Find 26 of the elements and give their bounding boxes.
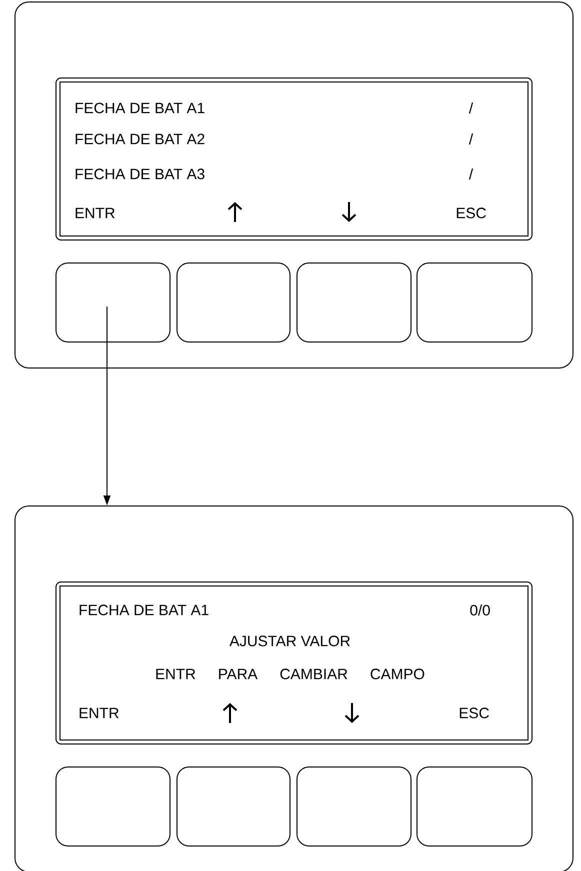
screen-text: FECHA DE BAT A2	[76, 134, 204, 144]
key-button	[56, 766, 170, 846]
screen-text: ESC	[460, 708, 489, 718]
lcd-screen	[56, 78, 532, 240]
screen-text: /	[468, 168, 474, 180]
device-panel	[14, 2, 574, 368]
screen-text: ENTR	[76, 208, 115, 218]
key-button	[176, 262, 290, 342]
screen-text: FECHA DE BAT A1	[80, 604, 208, 616]
key-button	[296, 262, 412, 342]
lcd-screen	[56, 582, 532, 744]
screen-text: FECHA DE BAT A1	[76, 102, 204, 114]
screen-text: /	[468, 134, 474, 144]
key-button	[296, 766, 412, 846]
key-button	[416, 766, 532, 846]
device-panel	[14, 506, 574, 871]
screen-text: ESC	[456, 208, 486, 218]
key-button	[416, 262, 532, 342]
key-button	[56, 262, 170, 342]
screen-text: 0/0	[470, 604, 490, 616]
screen-text: /	[468, 102, 474, 114]
screen-text: ENTR PARA CAMBIAR CAMPO	[156, 668, 424, 680]
screen-text: FECHA DE BAT A3	[76, 168, 204, 180]
screen-text: ENTR	[80, 708, 119, 718]
screen-text: AJUSTAR VALOR	[229, 636, 350, 646]
key-button	[176, 766, 290, 846]
